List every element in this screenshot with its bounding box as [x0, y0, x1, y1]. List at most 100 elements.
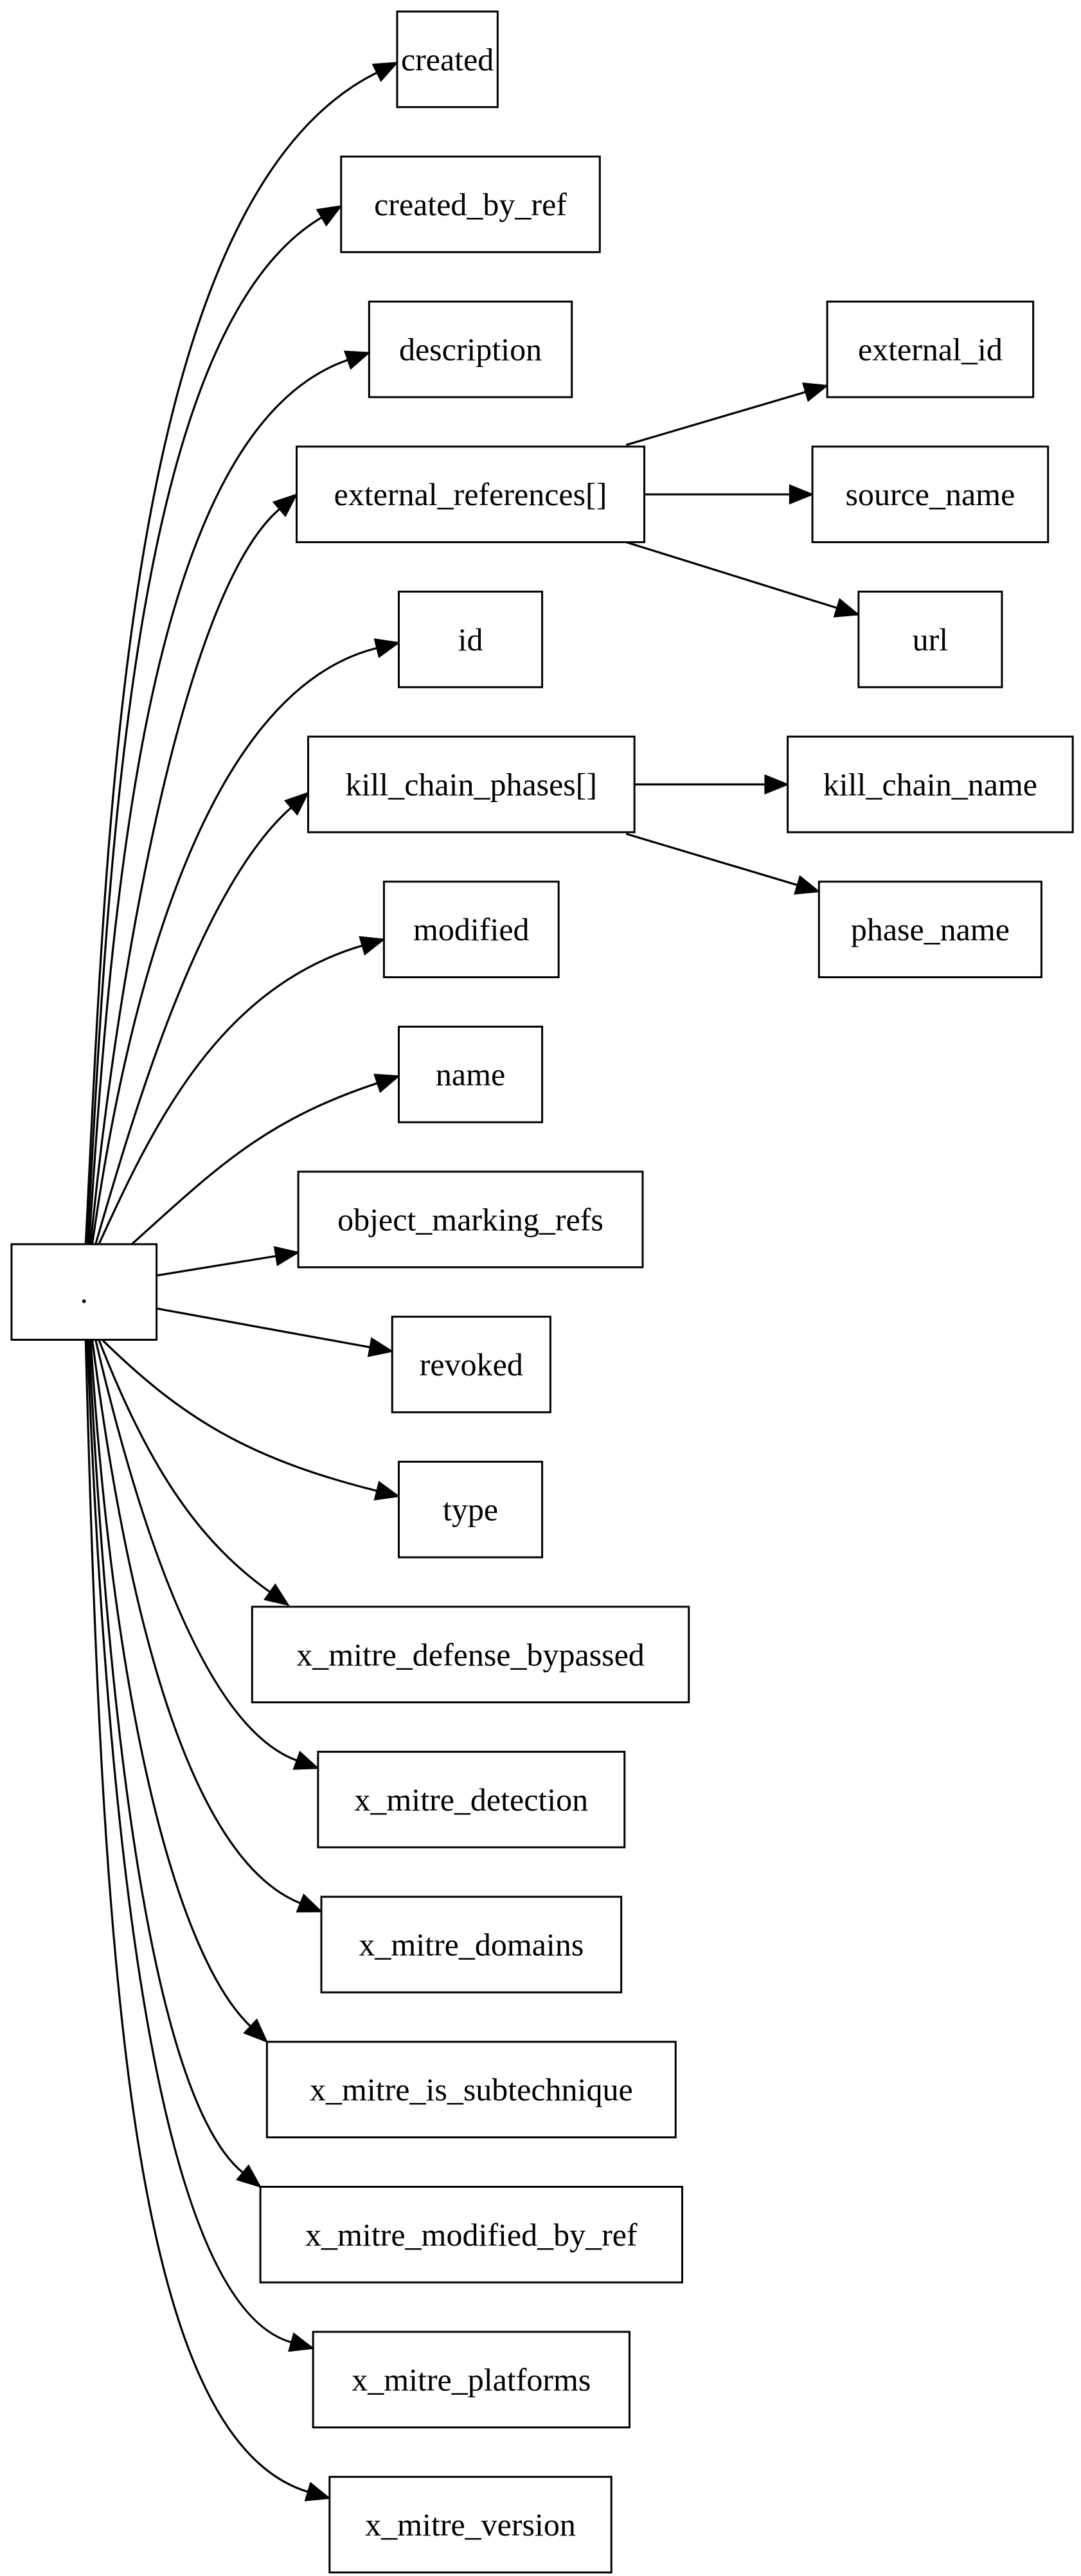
- node-label: x_mitre_defense_bypassed: [296, 1636, 645, 1672]
- node-box: [811, 445, 1050, 544]
- node-label: created_by_ref: [374, 186, 567, 222]
- node-kill-chain-name: kill_chain_name: [787, 735, 1074, 834]
- edge-root-to-external_references: [89, 508, 280, 1244]
- node-box: [787, 735, 1074, 834]
- node-box: [826, 300, 1035, 398]
- arrowhead-created_by_ref: [316, 205, 343, 227]
- arrowhead-id: [373, 638, 401, 658]
- node-x-mitre-domains: x_mitre_domains: [320, 1895, 623, 1994]
- node-id: id: [397, 590, 544, 688]
- edge-kill_chain_phases-to-phase_name: [625, 832, 798, 886]
- arrowhead-description: [343, 350, 371, 370]
- node-source-name: source_name: [811, 445, 1050, 544]
- node-box: [391, 1316, 551, 1413]
- node-phase-name: phase_name: [817, 881, 1042, 978]
- node-box: [397, 590, 544, 688]
- arrowhead-created: [371, 62, 399, 82]
- edge-external_references-to-external_id: [625, 391, 806, 446]
- node-box: [297, 1170, 644, 1269]
- node-x-mitre-is-subtechnique: x_mitre_is_subtechnique: [265, 2041, 677, 2139]
- node-label: name: [436, 1057, 505, 1093]
- edge-root-to-x_mitre_is_subtechnique: [89, 1339, 251, 2027]
- node-external-references: external_references[]: [296, 445, 646, 544]
- node-box: [307, 735, 636, 834]
- node-label: external_references[]: [334, 476, 607, 512]
- node-box: [251, 1606, 690, 1704]
- edge-root-to-object_marking_refs: [156, 1255, 276, 1277]
- node-kill-chain-phases: kill_chain_phases[]: [307, 735, 636, 834]
- node-label: id: [458, 622, 483, 657]
- node-label: x_mitre_is_subtechnique: [310, 2071, 633, 2107]
- edge-root-to-type: [101, 1339, 377, 1492]
- arrowhead-kill_chain_phases: [283, 791, 310, 816]
- node-modified: modified: [382, 881, 560, 978]
- node-label: x_mitre_detection: [354, 1782, 588, 1818]
- arrowhead-source_name: [789, 484, 814, 505]
- node-label: kill_chain_phases[]: [346, 766, 598, 802]
- node-external-id: external_id: [826, 300, 1035, 398]
- edge-root-to-name: [131, 1082, 378, 1246]
- arrowhead-external_references: [272, 493, 298, 517]
- node-label: revoked: [420, 1346, 523, 1382]
- arrowhead-external_id: [801, 382, 829, 402]
- node-revoked: revoked: [391, 1316, 551, 1413]
- arrowhead-type: [373, 1481, 401, 1501]
- edge-root-to-x_mitre_platforms: [86, 1339, 292, 2343]
- node-box: [296, 445, 646, 544]
- edge-root-to-x_mitre_defense_bypassed: [98, 1339, 271, 1593]
- node-root: .: [10, 1243, 158, 1341]
- node-box: [317, 1751, 626, 1848]
- node-box: [857, 590, 1003, 688]
- arrowhead-name: [373, 1073, 401, 1093]
- edge-external_references-to-url: [625, 541, 837, 609]
- arrowhead-x_mitre_defense_bypassed: [264, 1583, 290, 1606]
- node-label: x_mitre_modified_by_ref: [305, 2217, 638, 2253]
- node-x-mitre-platforms: x_mitre_platforms: [312, 2330, 630, 2429]
- node-type: type: [397, 1460, 544, 1559]
- node-box: [259, 2185, 684, 2284]
- arrowhead-phase_name: [794, 875, 821, 895]
- node-name: name: [397, 1025, 544, 1123]
- node-box: [340, 156, 601, 253]
- edge-root-to-kill_chain_phases: [94, 807, 292, 1245]
- node-label: url: [913, 622, 949, 657]
- node-box: [396, 10, 499, 109]
- arrowhead-x_mitre_modified_by_ref: [236, 2164, 262, 2188]
- edges-layer: [84, 62, 861, 2501]
- edge-root-to-created_by_ref: [86, 217, 323, 1244]
- node-label: modified: [413, 911, 530, 947]
- node-label: x_mitre_domains: [359, 1927, 584, 1963]
- edge-root-to-created: [84, 71, 378, 1244]
- node-created-by-ref: created_by_ref: [340, 156, 601, 253]
- edge-root-to-revoked: [156, 1307, 370, 1348]
- node-box: [10, 1243, 158, 1341]
- node-label: object_marking_refs: [337, 1201, 603, 1237]
- edge-root-to-modified: [98, 944, 363, 1245]
- node-box: [265, 2041, 677, 2139]
- node-label: x_mitre_version: [365, 2507, 576, 2543]
- arrowhead-x_mitre_platforms: [288, 2332, 315, 2352]
- nodes-layer: . created created_by_ref description externa…: [10, 10, 1074, 2573]
- arrowhead-object_marking_refs: [273, 1246, 300, 1267]
- arrowhead-x_mitre_detection: [292, 1750, 320, 1770]
- node-label: phase_name: [851, 911, 1010, 947]
- arrowhead-x_mitre_is_subtechnique: [243, 2018, 269, 2043]
- node-box: [382, 881, 560, 978]
- node-box: [397, 1025, 544, 1123]
- node-x-mitre-version: x_mitre_version: [328, 2476, 612, 2573]
- node-created: created: [396, 10, 499, 109]
- edge-root-to-x_mitre_modified_by_ref: [87, 1339, 244, 2174]
- node-box: [312, 2330, 630, 2429]
- node-label: source_name: [846, 476, 1015, 512]
- node-description: description: [368, 300, 573, 398]
- edge-root-to-description: [87, 359, 348, 1244]
- edge-root-to-x_mitre_detection: [94, 1339, 298, 1762]
- node-label: kill_chain_name: [823, 766, 1037, 802]
- node-box: [397, 1460, 544, 1559]
- node-box: [817, 881, 1042, 978]
- arrowhead-x_mitre_domains: [296, 1893, 323, 1913]
- arrowhead-modified: [359, 936, 386, 956]
- node-x-mitre-defense-bypassed: x_mitre_defense_bypassed: [251, 1606, 690, 1704]
- node-label: created: [401, 41, 494, 77]
